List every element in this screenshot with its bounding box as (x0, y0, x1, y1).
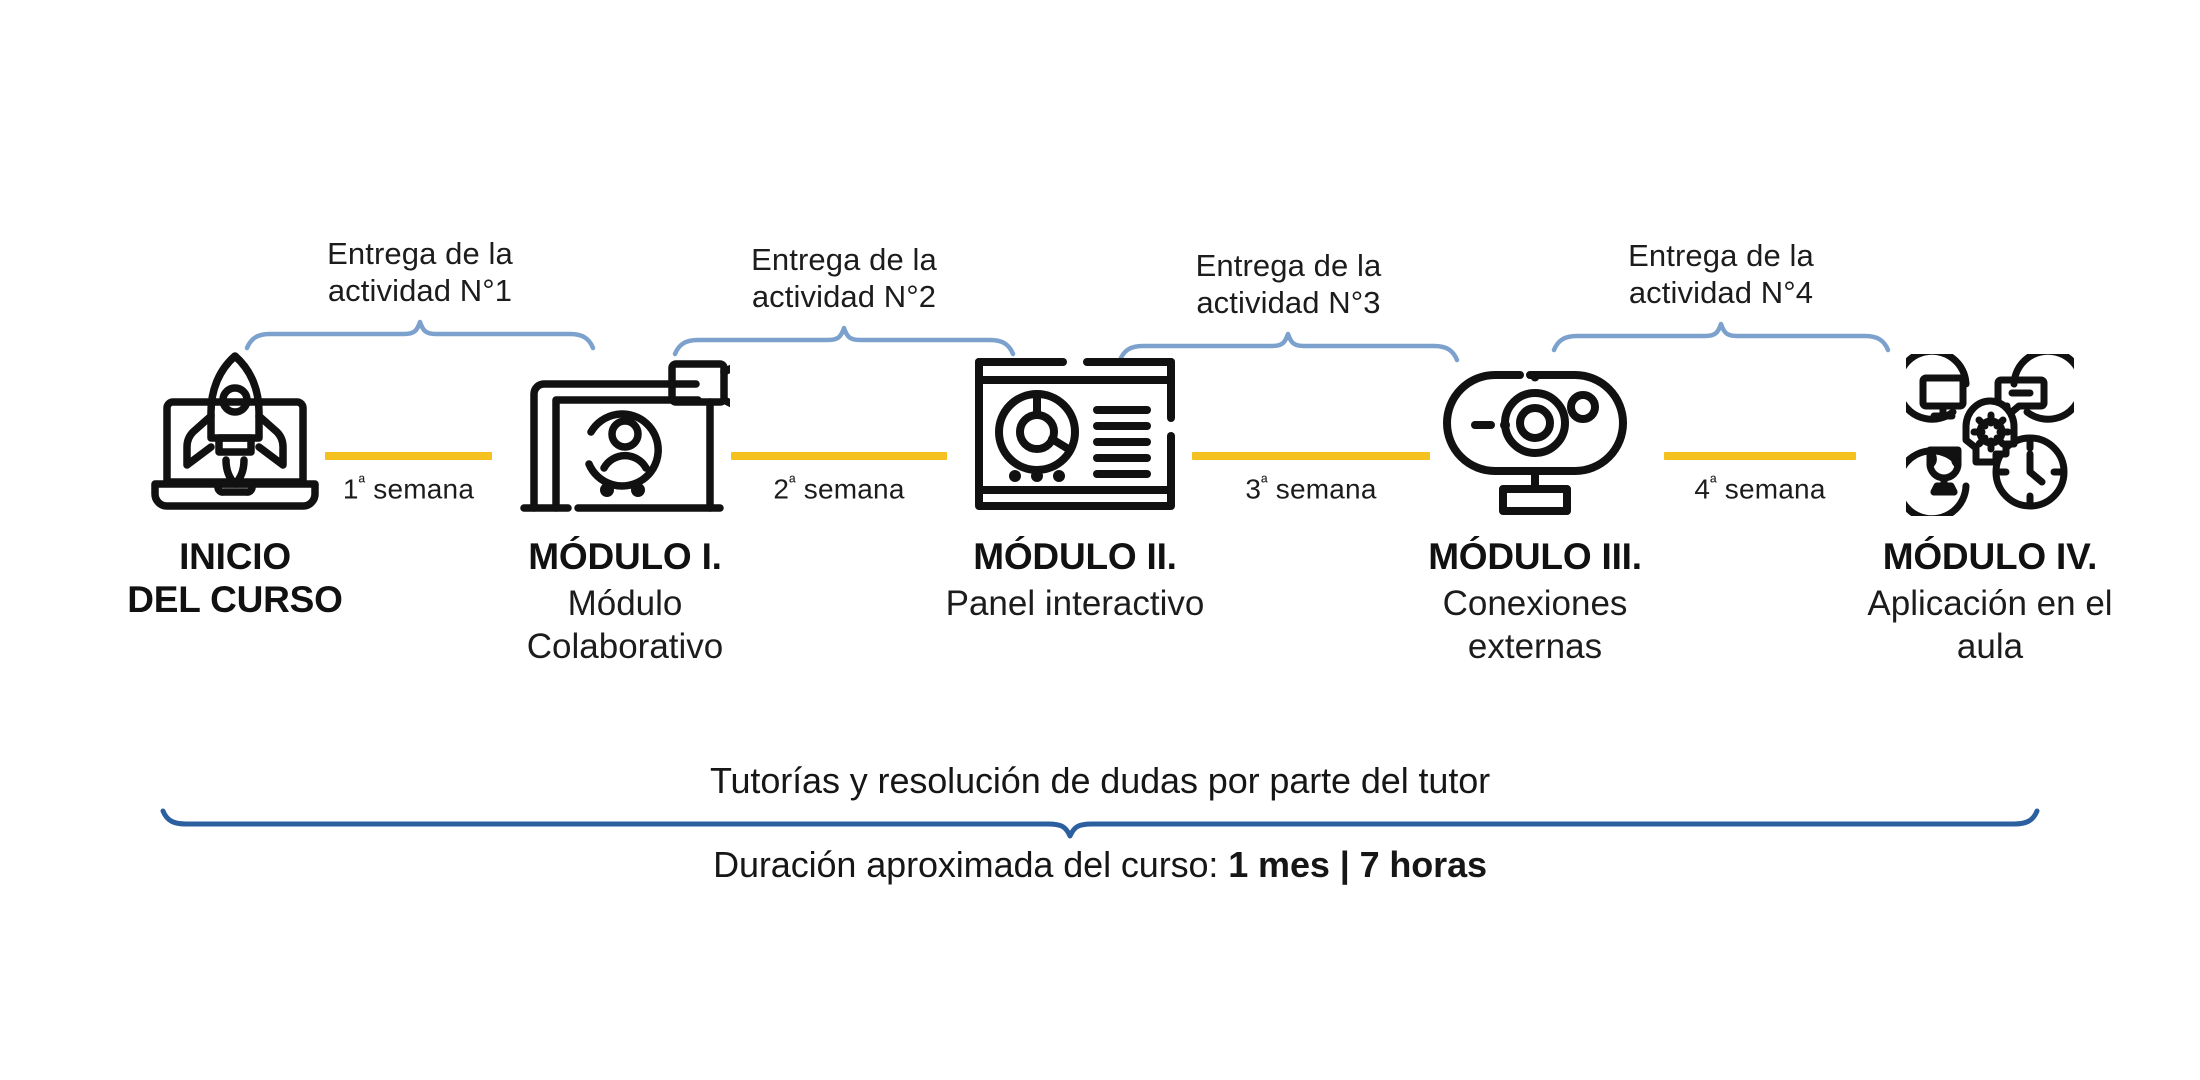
week-connector-3: 3ª semana (1192, 452, 1430, 505)
week-label: 4ª semana (1694, 472, 1826, 505)
activity-group-4: Entrega de la actividad N°4 (1551, 238, 1891, 353)
brace-up-icon (672, 325, 1016, 357)
week-connector-1: 1ª semana (325, 452, 492, 505)
brace-up-icon (1117, 331, 1460, 363)
stage-subtitle: Conexiones externas (1442, 583, 1628, 666)
week-connector-2: 2ª semana (731, 452, 947, 505)
activity-caption: Entrega de la actividad N°3 (1195, 248, 1382, 320)
week-connector-4: 4ª semana (1664, 452, 1856, 505)
stage-title: MÓDULO I. (528, 536, 722, 577)
tutoring-text: Tutorías y resolución de dudas por parte… (709, 760, 1491, 801)
brace-down-icon (160, 808, 2040, 839)
skills-circles-icon (1795, 350, 2185, 520)
stage-subtitle: Aplicación en el aula (1867, 583, 2113, 666)
duration-value: 1 mes | 7 horas (1228, 844, 1487, 885)
week-label: 3ª semana (1245, 472, 1377, 505)
footer-summary: Tutorías y resolución de dudas por parte… (100, 760, 2100, 886)
week-bar (325, 452, 492, 460)
stage-subtitle: Panel interactivo (945, 583, 1205, 623)
stage-title: MÓDULO IV. (1882, 536, 2098, 577)
stage-inicio-del-curso[interactable]: INICIO DEL CURSO (40, 350, 430, 626)
stage-modulo-i[interactable]: MÓDULO I. Módulo Colaborativo (430, 350, 820, 668)
brace-up-icon (244, 319, 596, 351)
activity-group-1: Entrega de la actividad N°1 (244, 236, 596, 351)
brace-up-icon (1551, 321, 1891, 353)
stage-modulo-ii[interactable]: MÓDULO II. Panel interactivo (880, 350, 1270, 626)
stage-title: INICIO DEL CURSO (127, 536, 343, 620)
week-label: 1ª semana (342, 472, 475, 505)
stage-title: MÓDULO II. (973, 536, 1177, 577)
duration-prefix: Duración aproximada del curso: (713, 844, 1229, 885)
activity-caption: Entrega de la actividad N°4 (1628, 238, 1814, 310)
activity-caption: Entrega de la actividad N°1 (327, 236, 513, 308)
stage-title: MÓDULO III. (1428, 536, 1642, 577)
activity-caption: Entrega de la actividad N°2 (751, 242, 937, 314)
week-bar (1664, 452, 1856, 460)
stage-modulo-iv[interactable]: MÓDULO IV. Aplicación en el aula (1795, 350, 2185, 668)
dashboard-chart-icon (880, 350, 1270, 520)
laptop-rocket-icon (40, 350, 430, 520)
week-bar (1192, 452, 1430, 460)
stage-modulo-iii[interactable]: MÓDULO III. Conexiones externas (1340, 350, 1730, 668)
stage-subtitle: Módulo Colaborativo (526, 583, 724, 666)
duration-text: Duración aproximada del curso: 1 mes | 7… (100, 844, 2100, 886)
webcam-icon (1340, 350, 1730, 520)
projector-screen-person-icon (430, 350, 820, 520)
activity-group-2: Entrega de la actividad N°2 (672, 242, 1016, 357)
activity-group-3: Entrega de la actividad N°3 (1117, 248, 1460, 363)
week-bar (731, 452, 947, 460)
week-label: 2ª semana (773, 472, 905, 505)
